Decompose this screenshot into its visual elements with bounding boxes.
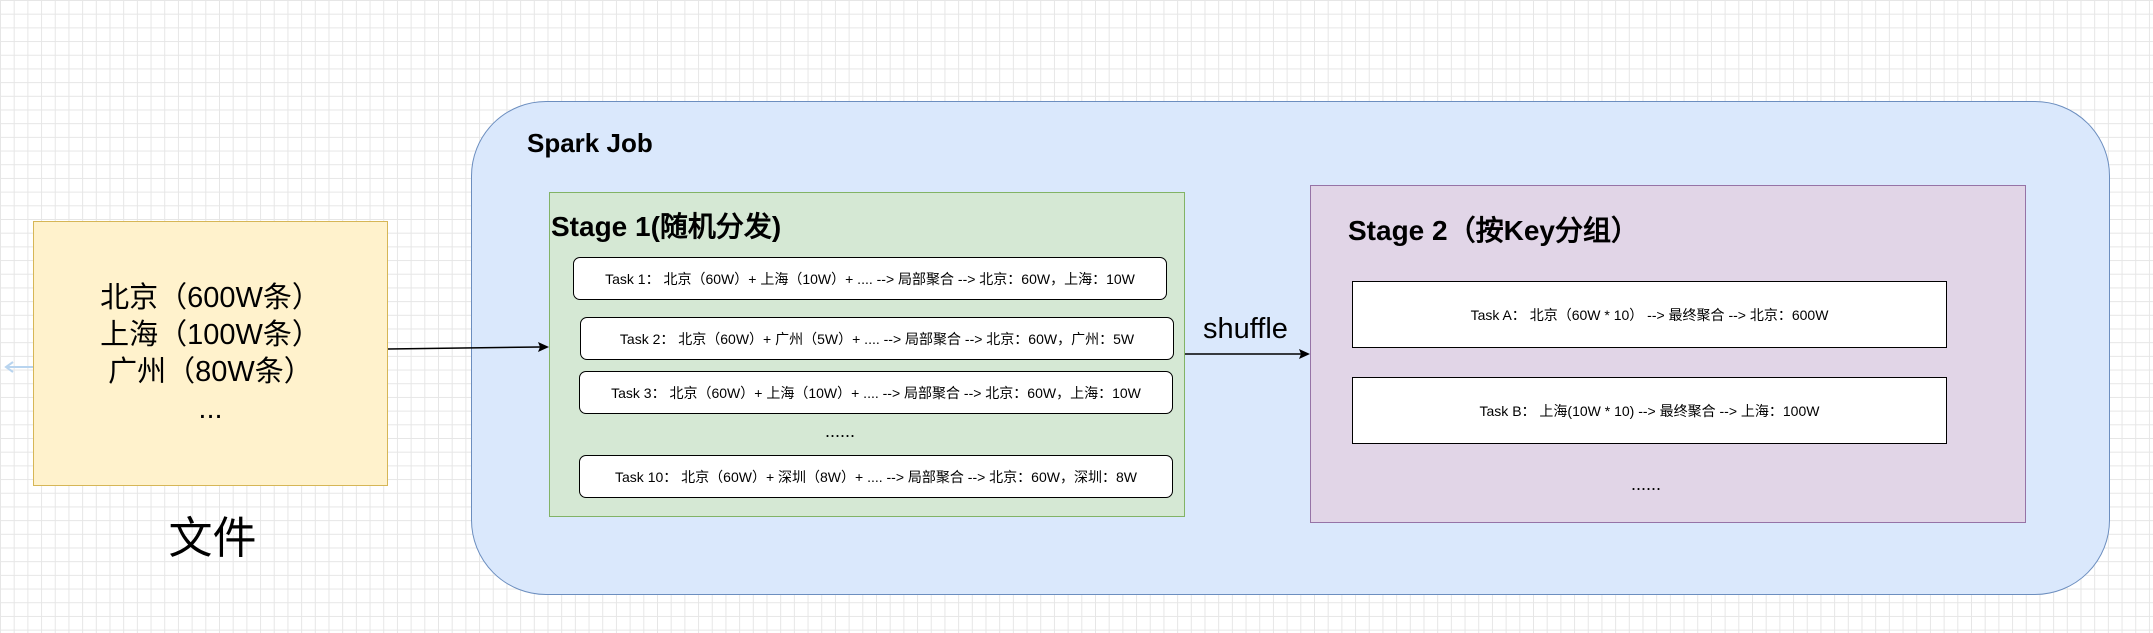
stage2-title: Stage 2（按Key分组） xyxy=(1348,215,1639,246)
stage1-task-10[interactable]: Task 10： 北京（60W）+ 深圳（8W）+ .... --> 局部聚合 … xyxy=(579,455,1173,498)
shuffle-label: shuffle xyxy=(1203,313,1288,345)
left-edge-arrow-icon xyxy=(4,361,38,373)
task-label: Task 2： 北京（60W）+ 广州（5W）+ .... --> 局部聚合 -… xyxy=(619,330,1135,347)
task-label: Task 1： 北京（60W）+ 上海（10W）+ .... --> 局部聚合 … xyxy=(605,270,1135,287)
stage2-ellipsis: ...... xyxy=(1630,474,1661,494)
file-line-shanghai: 上海（100W条） xyxy=(100,318,321,351)
file-line-more: ... xyxy=(198,392,223,425)
stage2-task-b[interactable]: Task B： 上海(10W * 10) --> 最终聚合 --> 上海：100… xyxy=(1352,377,1947,444)
file-label: 文件 xyxy=(168,513,257,564)
stage1-task-1[interactable]: Task 1： 北京（60W）+ 上海（10W）+ .... --> 局部聚合 … xyxy=(573,257,1167,300)
task-label: Task 10： 北京（60W）+ 深圳（8W）+ .... --> 局部聚合 … xyxy=(615,468,1137,485)
stage2-container[interactable] xyxy=(1310,185,2026,523)
task-label: Task 3： 北京（60W）+ 上海（10W）+ .... --> 局部聚合 … xyxy=(611,384,1141,401)
stage1-ellipsis: ...... xyxy=(824,421,855,441)
stage1-task-3[interactable]: Task 3： 北京（60W）+ 上海（10W）+ .... --> 局部聚合 … xyxy=(579,371,1173,414)
stage2-task-a[interactable]: Task A： 北京（60W * 10） --> 最终聚合 --> 北京：600… xyxy=(1352,281,1947,348)
file-line-beijing: 北京（600W条） xyxy=(100,281,321,314)
stage1-title: Stage 1(随机分发) xyxy=(551,211,782,242)
task-label: Task A： 北京（60W * 10） --> 最终聚合 --> 北京：600… xyxy=(1470,306,1829,323)
task-label: Task B： 上海(10W * 10) --> 最终聚合 --> 上海：100… xyxy=(1479,402,1820,419)
file-line-guangzhou: 广州（80W条） xyxy=(108,355,313,388)
file-source-node[interactable]: 北京（600W条） 上海（100W条） 广州（80W条） ... xyxy=(33,221,388,486)
stage1-task-2[interactable]: Task 2： 北京（60W）+ 广州（5W）+ .... --> 局部聚合 -… xyxy=(580,317,1174,360)
spark-job-title: Spark Job xyxy=(527,128,653,158)
